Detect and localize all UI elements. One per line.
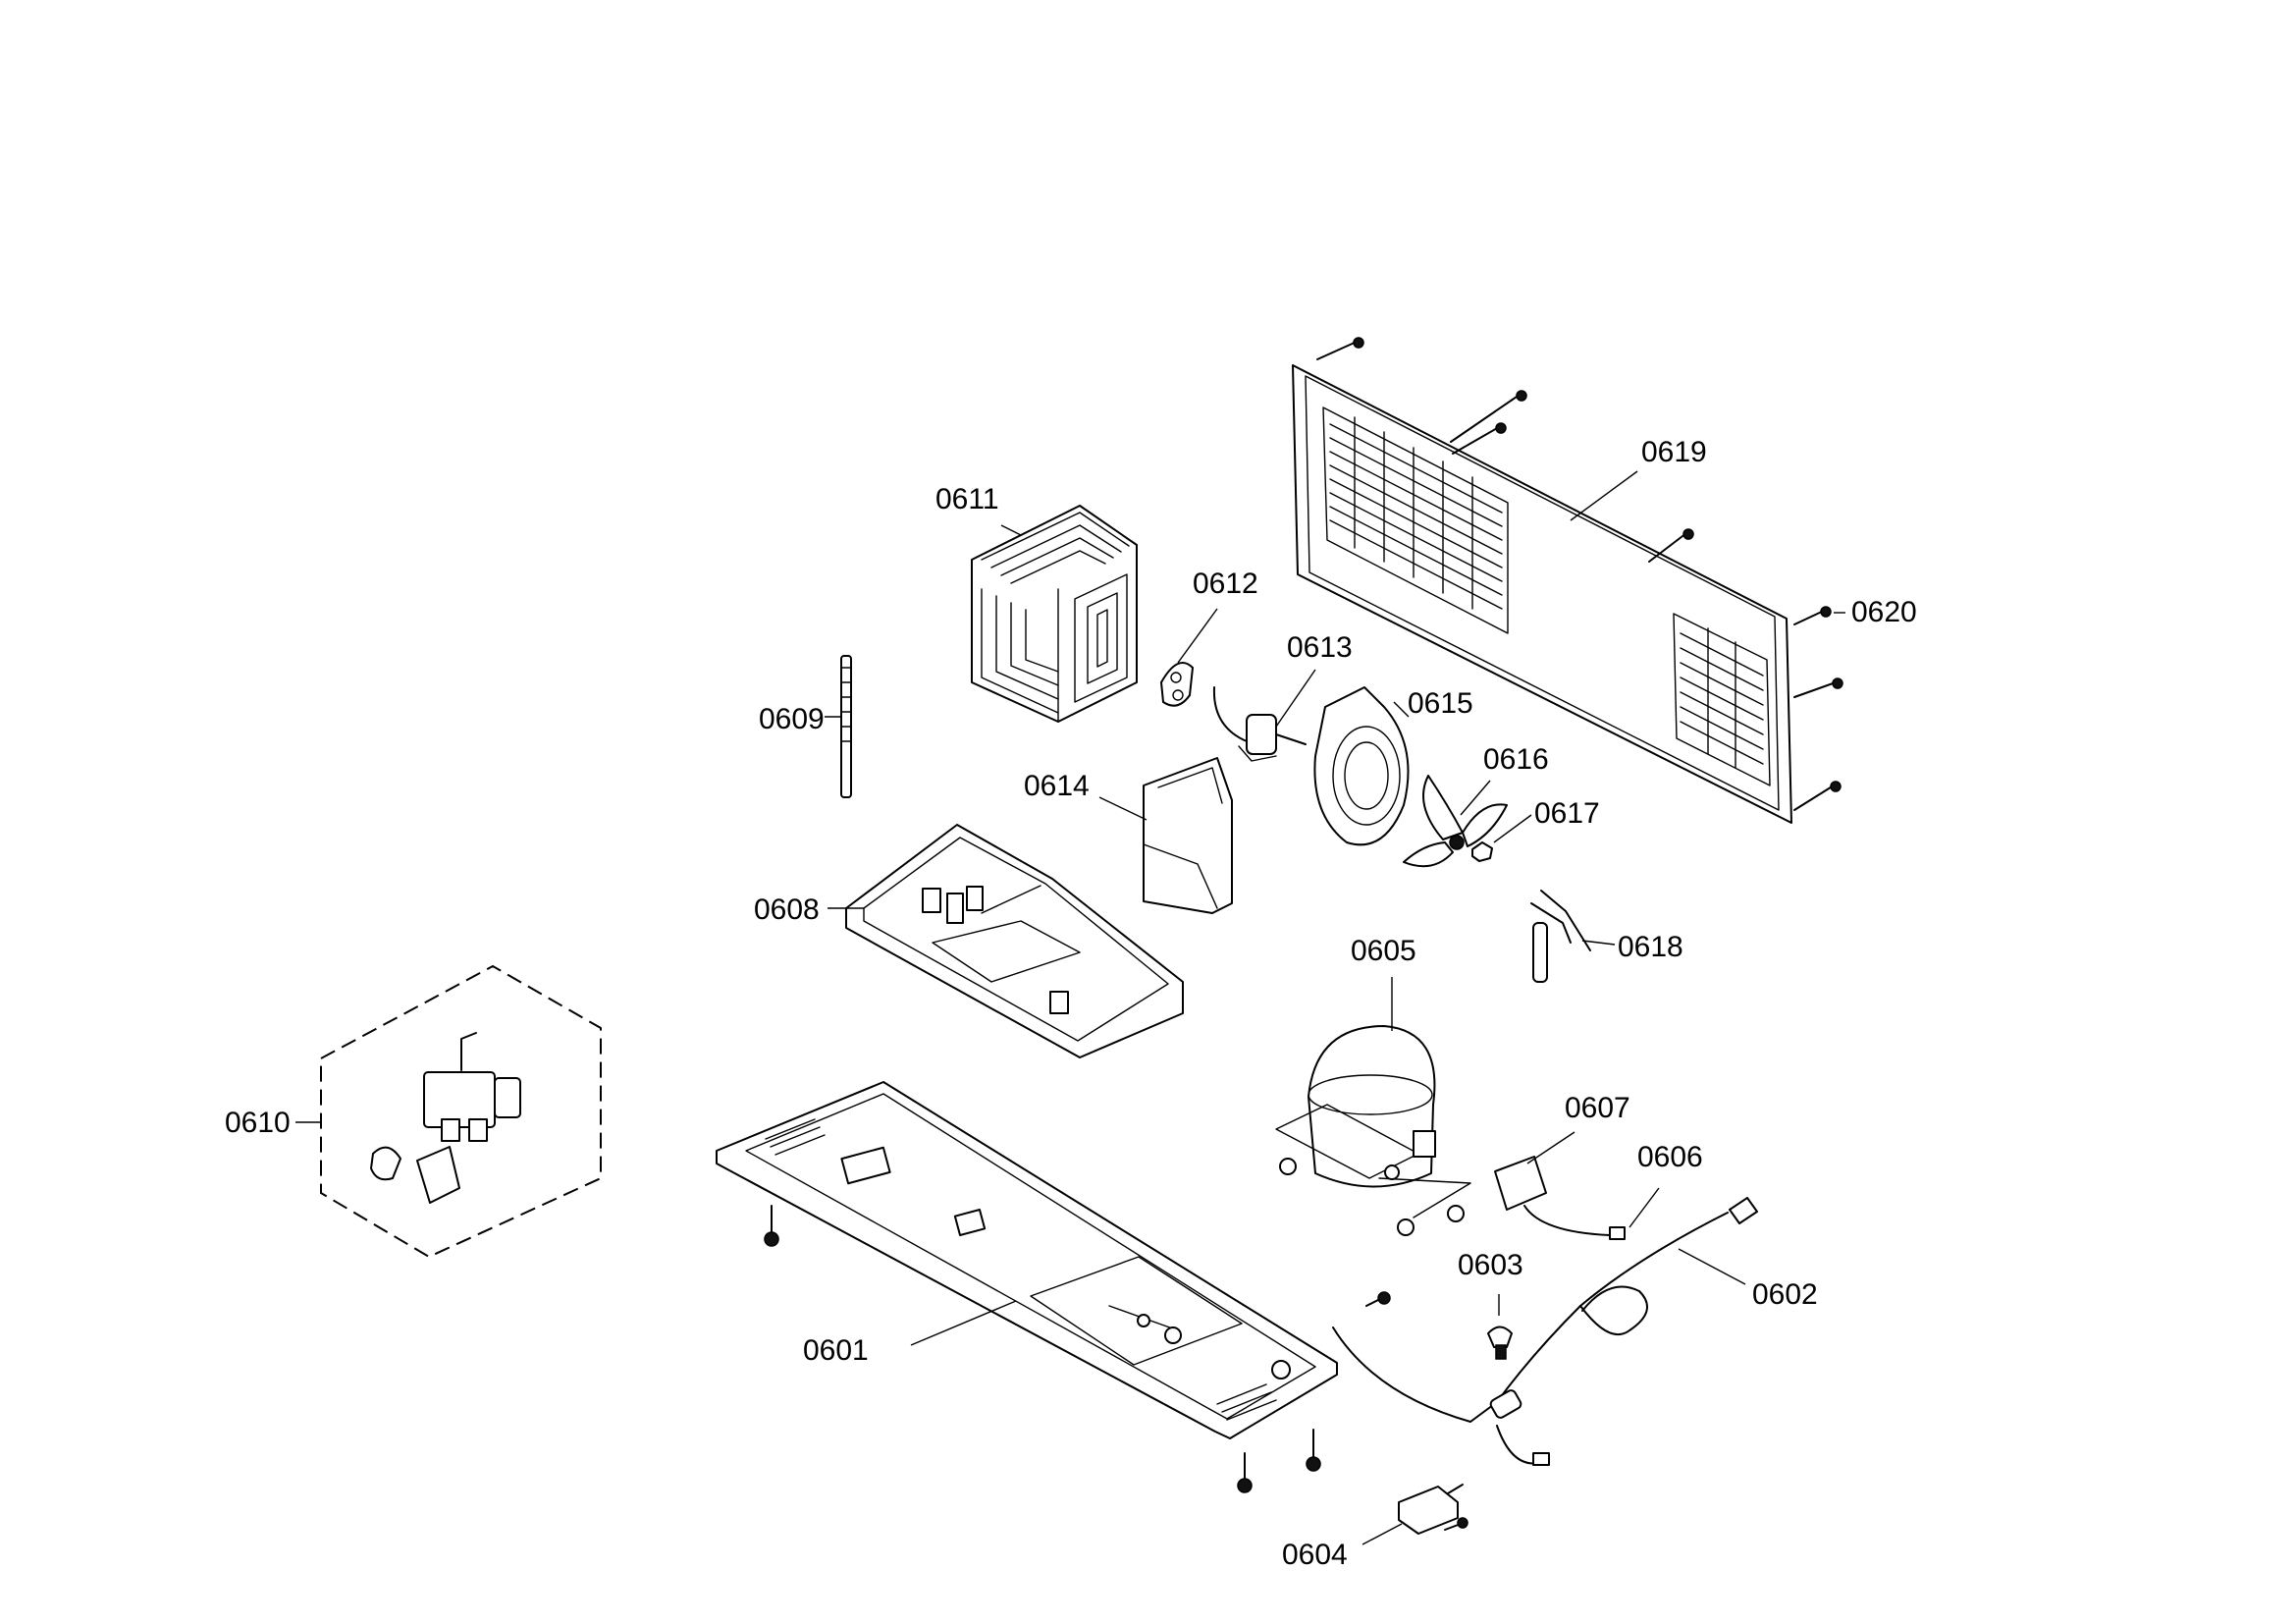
label-0616: 0616	[1483, 743, 1549, 776]
leader-lines	[295, 470, 1845, 1545]
compressor-drawing	[1275, 1025, 1471, 1236]
capacitor-drawing	[1398, 1484, 1468, 1535]
label-0613: 0613	[1287, 631, 1353, 664]
label-0601: 0601	[803, 1334, 869, 1367]
rear-panel-drawing	[1292, 337, 1843, 824]
label-0608: 0608	[754, 893, 820, 926]
fan-blade-drawing	[1403, 775, 1508, 868]
label-0617: 0617	[1534, 797, 1600, 830]
label-0620: 0620	[1851, 596, 1917, 628]
label-0604: 0604	[1282, 1539, 1348, 1571]
base-plate-drawing	[716, 1081, 1338, 1493]
label-0610: 0610	[225, 1107, 291, 1139]
label-0619: 0619	[1641, 436, 1707, 468]
label-0618: 0618	[1618, 931, 1683, 963]
label-0605: 0605	[1351, 935, 1416, 967]
water-valve-group-drawing	[320, 964, 602, 1259]
fan-duct-drawing	[1143, 757, 1233, 914]
drain-pan-drawing	[845, 824, 1184, 1058]
label-0614: 0614	[1024, 770, 1090, 802]
label-0603: 0603	[1458, 1249, 1523, 1281]
label-0607: 0607	[1565, 1092, 1630, 1124]
label-0611: 0611	[935, 483, 999, 515]
relay-drawing	[1494, 1156, 1626, 1240]
power-cord-drawing	[1332, 1197, 1758, 1466]
fan-shroud-drawing	[1313, 686, 1410, 846]
label-0606: 0606	[1637, 1141, 1703, 1173]
screw-drawing	[1487, 1326, 1513, 1360]
condenser-coil-drawing	[971, 505, 1138, 723]
part-labels: 0601 0602 0603 0604 0605 0606 0607 0608 …	[225, 436, 1917, 1571]
nut-drawing	[1471, 841, 1493, 862]
fan-gasket-drawing	[1160, 662, 1194, 707]
label-0609: 0609	[759, 703, 825, 735]
label-0612: 0612	[1193, 568, 1258, 600]
fan-motor-drawing	[1212, 686, 1307, 762]
thermostat-drawing	[1530, 890, 1591, 983]
drain-tube-drawing	[840, 655, 852, 798]
label-0615: 0615	[1408, 687, 1473, 720]
label-0602: 0602	[1752, 1278, 1818, 1311]
